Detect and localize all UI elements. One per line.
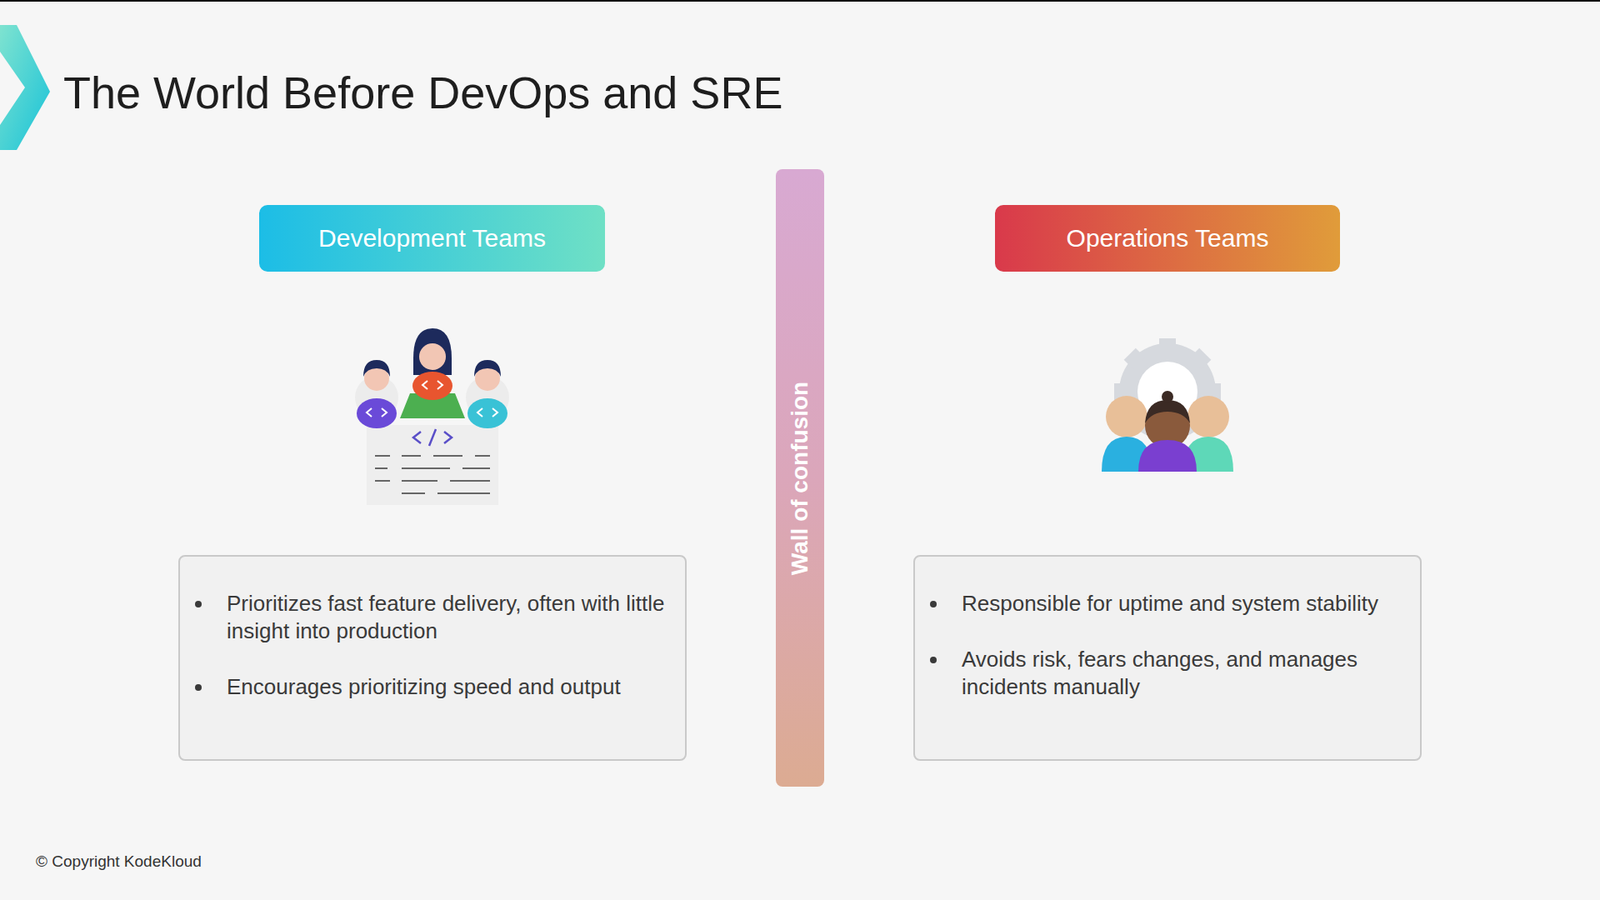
label-text: Development Teams	[318, 224, 546, 253]
copyright-note: © Copyright KodeKloud	[35, 852, 202, 871]
bullet-dot	[195, 684, 202, 691]
label-text: Wall of confusion	[786, 380, 814, 575]
ops-team-icon	[1101, 338, 1234, 472]
bullet-box: Prioritizes fast feature delivery, often…	[178, 555, 687, 761]
slide-title: The World Before DevOps and SRE	[63, 66, 783, 119]
bullet-box: Responsible for uptime and system stabil…	[913, 555, 1422, 761]
label-text: Operations Teams	[1066, 224, 1270, 253]
top-rule	[0, 0, 1600, 2]
bullet-text: Encourages prioritizing speed and output	[226, 673, 665, 701]
bullet-dot	[930, 600, 937, 608]
bullet-dot	[930, 656, 937, 664]
team-header: Operations Teams	[995, 205, 1340, 272]
team-header: Development Teams	[259, 205, 605, 272]
bullet-text: Prioritizes fast feature delivery, often…	[226, 590, 665, 645]
chevron-logo	[0, 25, 50, 150]
bullet-text: Responsible for uptime and system stabil…	[961, 590, 1400, 618]
bullet-dot	[195, 600, 202, 608]
wall-band: Wall of confusion	[775, 169, 825, 787]
dev-team-icon	[355, 328, 510, 505]
bullet-text: Avoids risk, fears changes, and manages …	[961, 645, 1400, 701]
